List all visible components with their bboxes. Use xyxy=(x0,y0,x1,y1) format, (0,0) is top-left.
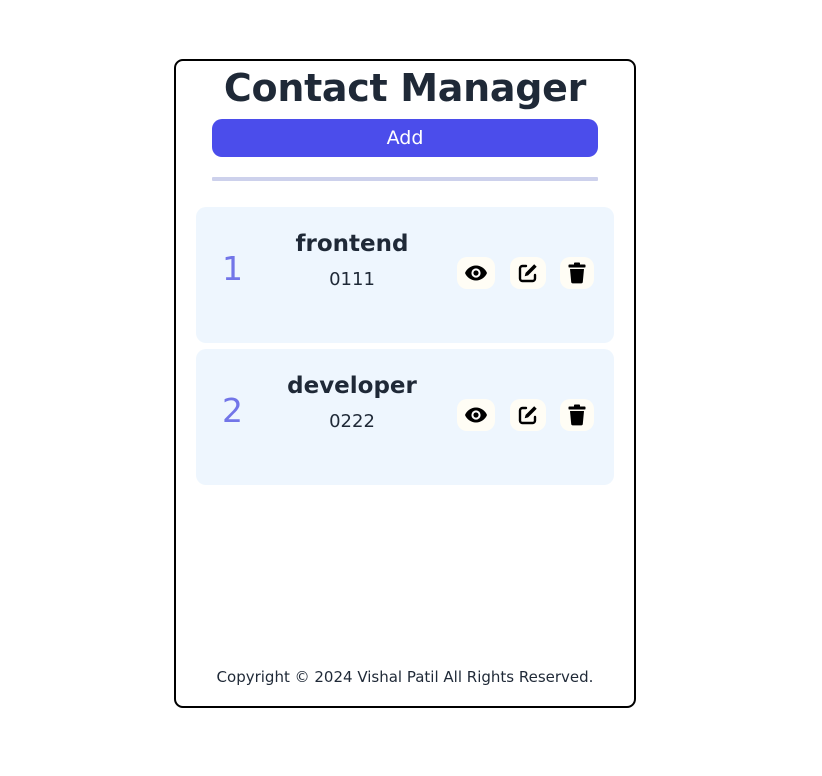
contact-index: 2 xyxy=(222,391,243,430)
trash-icon xyxy=(568,404,586,426)
contact-name: developer xyxy=(287,373,417,399)
trash-icon xyxy=(568,262,586,284)
contact-name: frontend xyxy=(295,231,409,257)
contact-manager-card: Contact Manager Add 1 frontend 0111 xyxy=(174,59,636,708)
contact-phone: 0111 xyxy=(329,269,375,290)
contact-info: frontend 0111 xyxy=(276,229,428,291)
delete-contact-button[interactable] xyxy=(560,257,594,289)
edit-contact-button[interactable] xyxy=(510,399,546,431)
divider xyxy=(212,177,598,181)
view-contact-button[interactable] xyxy=(457,399,495,431)
contact-phone: 0222 xyxy=(329,411,375,432)
contact-item: 1 frontend 0111 xyxy=(196,207,614,343)
contact-info: developer 0222 xyxy=(276,371,428,433)
contact-index: 1 xyxy=(222,249,243,288)
footer-copyright: Copyright © 2024 Vishal Patil All Rights… xyxy=(216,668,594,686)
edit-icon xyxy=(518,264,537,283)
delete-contact-button[interactable] xyxy=(560,399,594,431)
contact-item: 2 developer 0222 xyxy=(196,349,614,485)
page-title: Contact Manager xyxy=(223,66,587,110)
eye-icon xyxy=(465,407,487,423)
edit-icon xyxy=(518,406,537,425)
view-contact-button[interactable] xyxy=(457,257,495,289)
add-button[interactable]: Add xyxy=(212,119,598,157)
eye-icon xyxy=(465,265,487,281)
edit-contact-button[interactable] xyxy=(510,257,546,289)
